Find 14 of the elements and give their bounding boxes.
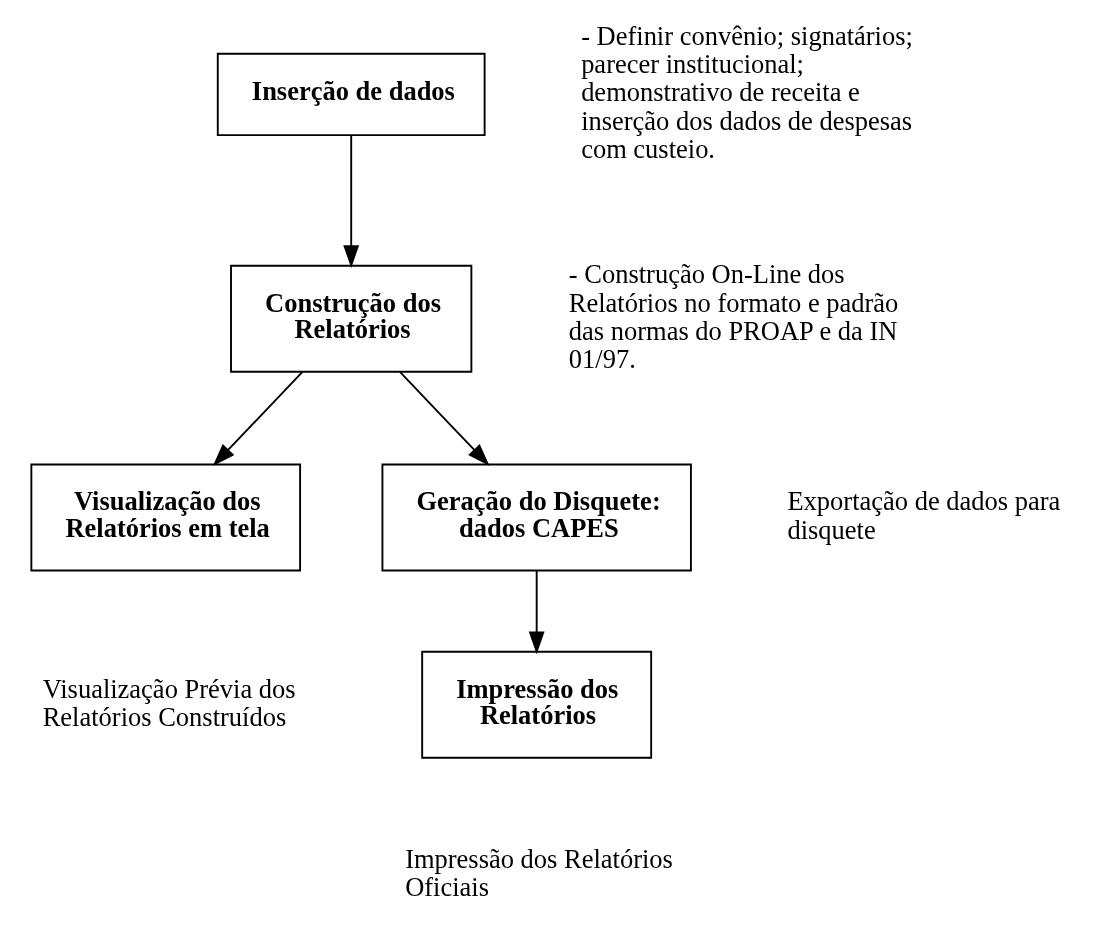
node-box: Visualização dos Relatórios em tela (29, 463, 301, 572)
node-box: Inserção de dados (216, 52, 486, 137)
arrow (528, 569, 545, 655)
node-label: Visualização Prévia dos Relatórios Construídos (42, 673, 296, 732)
node-box: Geração do Disquete: dados CAPES (381, 463, 692, 572)
arrow (398, 370, 490, 467)
node-box: Impressão dos Relatórios (420, 650, 652, 759)
node-label: Exportação de dados para disquete (786, 486, 1060, 545)
node-box: Construção dos Relatórios (229, 264, 472, 373)
node-label: - Definir convênio; signatários; parecer institucional; demonstrativo de receita e inserção dos dados de despesas com custeio. (580, 20, 913, 165)
node-label: Impressão dos Relatórios Oficiais (404, 843, 673, 903)
arrow (342, 134, 359, 268)
arrow (212, 370, 303, 467)
node-label: - Construção On-Line dos Relatórios no formato e padrão das normas do PROAP e da IN 01/97. (568, 259, 898, 375)
